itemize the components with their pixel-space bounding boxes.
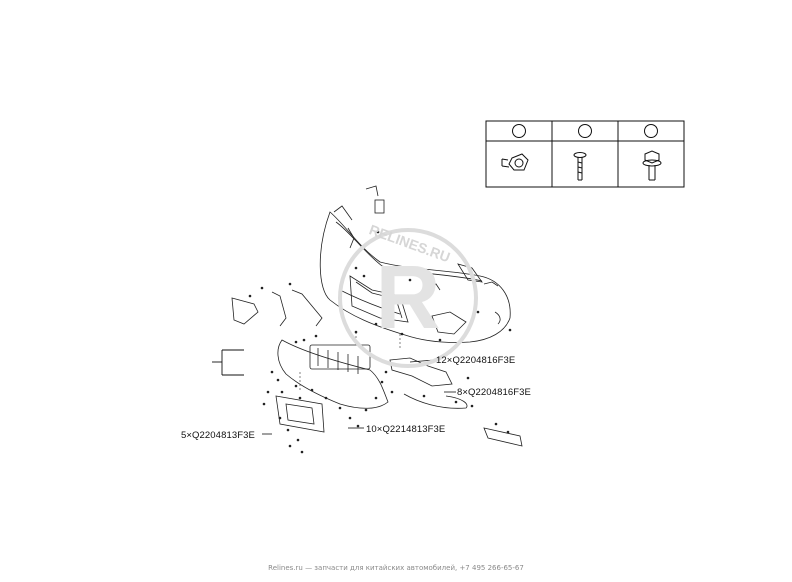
callout-qty: 12 [436,355,447,366]
callout-sep: × [446,355,453,366]
callout-part: Q2204816F3E [468,387,531,398]
callout-5-q2204813f3e: 5×Q2204813F3E [181,430,255,441]
callout-qty: 5 [181,430,187,441]
callout-12-q2204816f3e: 12×Q2204816F3E [436,355,515,366]
callout-leaders [262,359,456,435]
table-circle-3 [644,124,658,138]
callout-10-q2214813f3e: 10×Q2214813F3E [366,424,445,435]
callout-qty: 10 [366,424,377,435]
hex-bolt-icon [642,150,662,181]
bumper-brackets [231,185,499,327]
callout-sep: × [376,424,383,435]
flange-bolt-icon [501,153,529,171]
screw-icon [573,152,587,181]
license-plate-bracket [275,395,325,433]
callout-part: Q2214813F3E [382,424,446,435]
alignment-lines [299,332,401,392]
callout-sep: × [186,430,193,441]
table-circle-2 [578,124,592,138]
callout-8-q2204816f3e: 8×Q2204816F3E [457,387,531,398]
fastener-table [485,120,685,188]
callout-part: Q2204813F3E [192,430,255,441]
callout-part: Q2204816F3E [452,355,516,366]
callout-qty: 8 [457,387,463,398]
footer-site: Relines.ru [268,564,303,572]
front-bumper-cover [319,205,511,343]
assembly-bracket [212,349,244,376]
footer-text: — запчасти для китайских автомобилей, +7… [302,564,524,572]
footer: Relines.ru — запчасти для китайских авто… [0,564,792,572]
table-circle-1 [512,124,526,138]
callout-sep: × [462,387,469,398]
